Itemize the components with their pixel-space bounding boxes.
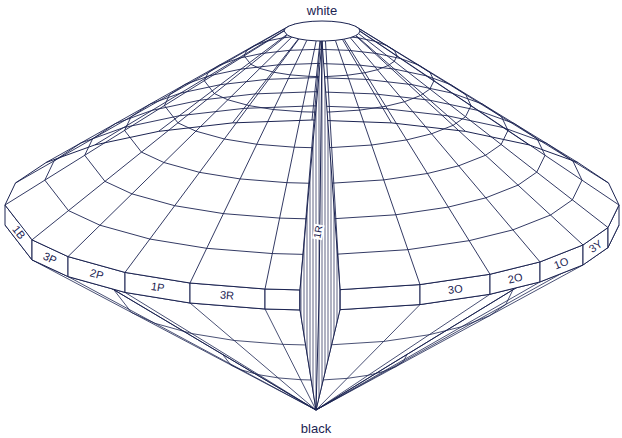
section-line — [316, 30, 317, 415]
section-line — [313, 30, 314, 415]
upper-meridian — [350, 38, 540, 262]
lower-meridian — [316, 294, 490, 410]
section-line — [298, 30, 299, 415]
section-line — [319, 30, 320, 415]
section-line — [331, 30, 332, 415]
lower-meridian — [68, 277, 316, 410]
upper-meridian — [349, 24, 529, 145]
section-line — [301, 30, 302, 415]
section-line — [337, 30, 338, 415]
upper-meridian — [159, 22, 304, 131]
section-line — [325, 30, 326, 415]
upper-meridian — [344, 39, 490, 274]
upper-meridian — [5, 31, 284, 205]
upper-meridian — [355, 26, 578, 163]
section-line — [307, 30, 308, 415]
upper-meridian — [95, 24, 295, 145]
pole-label: white — [306, 4, 338, 17]
pole-label: black — [300, 422, 332, 435]
upper-meridian — [341, 22, 466, 131]
upper-meridian — [46, 26, 289, 163]
hue-label: 3O — [446, 283, 464, 296]
upper-meridian — [68, 37, 292, 257]
section-line — [304, 30, 305, 415]
upper-meridian — [32, 35, 287, 240]
upper-meridian — [15, 28, 285, 183]
upper-meridian — [359, 34, 608, 228]
lower-meridian — [190, 303, 316, 410]
section-line — [328, 30, 329, 415]
section-line — [310, 30, 311, 415]
section-lines — [298, 30, 340, 415]
section-line — [334, 30, 335, 415]
hue-label: 1R — [312, 224, 324, 240]
upper-meridian — [356, 36, 583, 245]
rim-cell — [265, 289, 300, 310]
white-cap — [284, 21, 360, 41]
hue-label: 3R — [219, 290, 236, 302]
upper-meridian — [335, 40, 420, 284]
section-line — [340, 30, 341, 415]
